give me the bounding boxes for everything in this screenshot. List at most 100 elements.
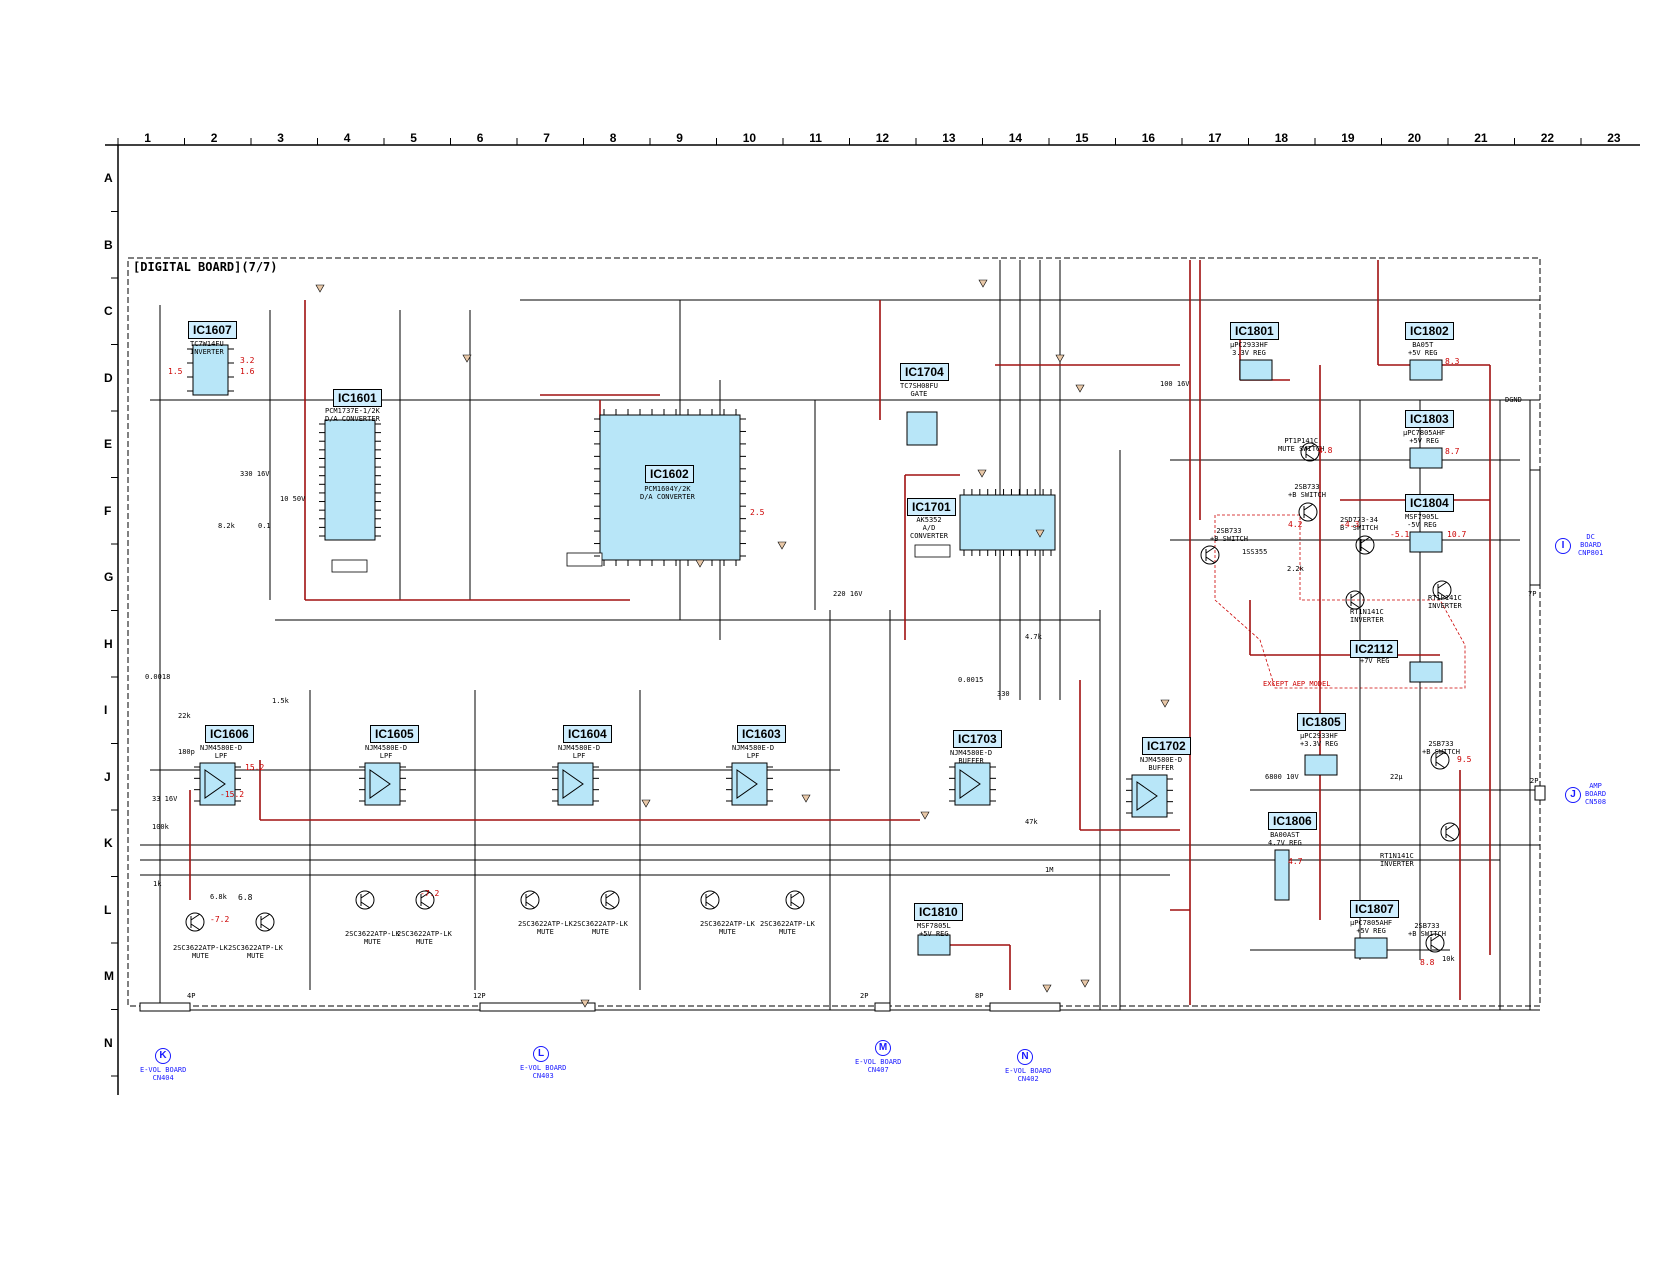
cap-180p: 180p [178,748,195,756]
tp-neg15-2: -15.2 [220,790,245,799]
column-number: 1 [144,131,151,145]
column-number: 18 [1274,131,1289,145]
column-number: 17 [1208,131,1222,145]
q-b-switch-label-4: 2SB733+B SWITCH [1422,740,1460,756]
ic1601-tag: IC1601 [333,389,382,407]
column-number: 5 [410,131,417,145]
signal-arrow [1080,979,1090,988]
ic1803-tag: IC1803 [1405,410,1454,428]
transistor-leads [1303,503,1314,521]
ic1606-tag: IC1606 [205,725,254,743]
res-1-5k: 1.5k [272,697,289,705]
transistor-leads [1437,581,1448,599]
tp-neg7-2: -7.2 [210,915,230,924]
ic1801-tag: IC1801 [1230,322,1279,340]
transistor-body [520,890,540,910]
column-number: 21 [1474,131,1488,145]
column-number: 13 [942,131,956,145]
res-2-2k: 2.2k [1287,565,1304,573]
transistor-body [1432,580,1452,600]
transistor-leads [1360,536,1371,554]
connector-cn402-pins: 8P [975,992,984,1000]
tp-1-5: 1.5 [168,367,183,376]
net-except-aep: EXCEPT AEP MODEL [1263,680,1331,688]
transistor-body [785,890,805,910]
row-letter: K [104,836,113,851]
tp-2-5: 2.5 [750,508,765,517]
column-number: 2 [210,131,218,145]
ic1806-tag: IC1806 [1268,812,1317,830]
ic1803-desc: μPC7805AHF+5V REG [1403,429,1446,445]
signal-arrow [462,354,472,363]
row-letter: G [104,570,114,585]
column-number: 23 [1607,131,1621,145]
transistor-leads [790,891,801,909]
tp-8-8: 8.8 [1420,958,1435,967]
signal-arrow [1075,384,1085,393]
ic1802-desc: BA05T+5V REG [1408,341,1438,357]
tp-10-7: 10.7 [1447,530,1467,539]
cap-0-0018: 0.0018 [145,673,171,681]
signal-arrow [920,811,930,820]
transistor-body [355,890,375,910]
transistor-leads [705,891,716,909]
res-4-7k: 4.7k [1025,633,1042,641]
row-letter: J [104,769,111,784]
signal-arrow [1042,984,1052,993]
tp-4-8: 4.8 [1318,446,1333,455]
signal-arrow [1035,529,1045,538]
ic1802-tag: IC1802 [1405,322,1454,340]
res-10k: 10k [1442,955,1455,963]
row-letter: H [104,636,113,651]
column-number: 9 [676,131,683,145]
cap-10-50v: 10 50V [280,495,306,503]
diode-1ss355: 1SS355 [1242,548,1268,556]
signal-arrow [1160,699,1170,708]
row-letter: M [104,969,114,984]
connector-l-marker: L [533,1046,549,1062]
column-number: 15 [1075,131,1089,145]
transistor-leads [420,891,431,909]
transistor-body [1440,822,1460,842]
ic1807-tag: IC1807 [1350,900,1399,918]
transistor-leads [260,913,271,931]
connector-cn403-pins: 12P [473,992,486,1000]
transistor-leads [360,891,371,909]
tp-15-2: 15.2 [245,763,265,772]
cap-6800-10v: 6800 10V [1265,773,1299,781]
signal-arrow [977,469,987,478]
connector-n-marker: N [1017,1049,1033,1065]
q-b-switch-label-2: 2SB733+B SWITCH [1210,527,1248,543]
connector-cnp801-pins: 7P [1528,590,1537,598]
column-number: 14 [1008,131,1023,145]
column-number: 8 [609,131,617,145]
transistor-body [600,890,620,910]
transistor-leads [1205,546,1216,564]
ic1702-tag: IC1702 [1142,737,1191,755]
res-8-2k: 8.2k [218,522,235,530]
cap-220-16v: 220 16V [833,590,863,598]
connector-cn407-pins: 2P [860,992,869,1000]
tp-neg5-1: -5.1 [1390,530,1410,539]
q-b-switch-label-5: 2SB733+B SWITCH [1408,922,1446,938]
